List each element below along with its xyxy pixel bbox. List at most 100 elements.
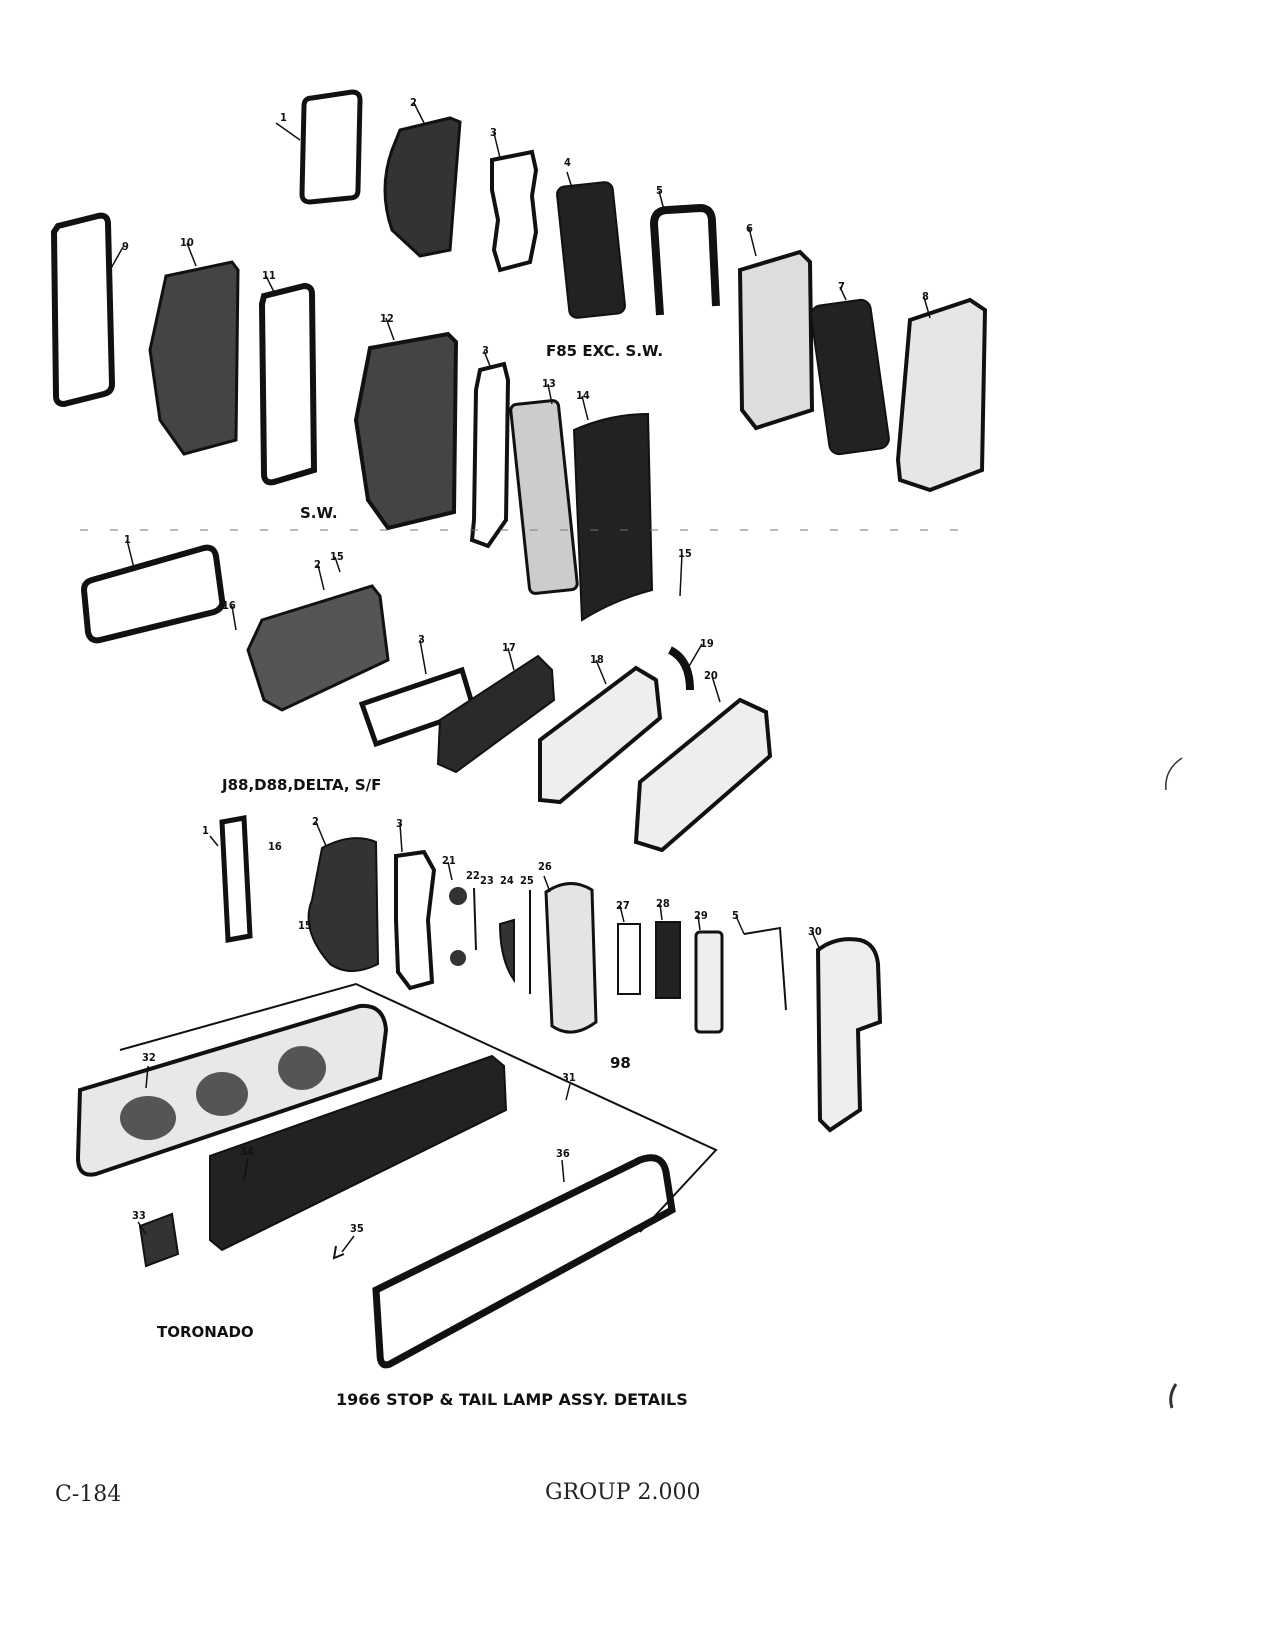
- callout-3-j88: 3: [418, 633, 425, 646]
- part-2-housing-f85: [383, 116, 462, 258]
- callout-2: 2: [410, 96, 417, 109]
- group-label: GROUP 2.000: [545, 1480, 701, 1505]
- callout-19: 19: [700, 637, 714, 650]
- diagram-caption: 1966 STOP & TAIL LAMP ASSY. DETAILS: [336, 1390, 688, 1409]
- part-22-screw-98: [473, 887, 477, 951]
- part-3-gasket-98: [394, 849, 437, 991]
- callout-21: 21: [442, 854, 456, 867]
- part-5-seal-98: [743, 926, 787, 1011]
- model-label-toronado: TORONADO: [157, 1323, 254, 1341]
- model-label-sw: S.W.: [300, 504, 338, 522]
- callout-17: 17: [502, 641, 516, 654]
- assembly-bracket-line: [119, 982, 718, 1233]
- part-27-lens-98: [617, 923, 641, 995]
- callout-15-98: 15: [298, 919, 312, 932]
- model-label-f85: F85 EXC. S.W.: [546, 342, 663, 360]
- callout-1-98: 1: [202, 824, 209, 837]
- part-3-gasket-f85: [490, 149, 539, 273]
- callout-7: 7: [838, 280, 845, 293]
- part-20-bezel-j88: [633, 697, 773, 853]
- callout-28: 28: [656, 897, 670, 910]
- callout-16-98: 16: [268, 840, 282, 853]
- callout-31: 31: [562, 1071, 576, 1084]
- model-label-98: 98: [610, 1054, 631, 1072]
- callout-23: 23: [480, 874, 494, 887]
- callout-8: 8: [922, 290, 929, 303]
- part-35-screw-toronado: [332, 1245, 345, 1260]
- part-14-lens-cover-sw: [572, 412, 654, 622]
- callout-3-98: 3: [396, 817, 403, 830]
- callout-5-98: 5: [732, 909, 739, 922]
- callout-15: 15: [678, 547, 692, 560]
- part-30-bezel-98: [815, 937, 883, 1133]
- callout-34: 34: [240, 1145, 254, 1158]
- callout-33: 33: [132, 1209, 146, 1222]
- part-36-gasket-toronado: [372, 1154, 676, 1369]
- part-6-frame-f85: [737, 249, 815, 431]
- callout-35: 35: [350, 1222, 364, 1235]
- part-34-lens-toronado: [209, 1054, 508, 1252]
- callout-11: 11: [262, 269, 276, 282]
- part-12-housing-sw: [353, 331, 459, 531]
- callout-5: 5: [656, 184, 663, 197]
- part-28-lens-98: [655, 921, 681, 999]
- callout-36: 36: [556, 1147, 570, 1160]
- callout-32: 32: [142, 1051, 156, 1064]
- f85-group: [275, 89, 988, 493]
- toronado-group: [75, 982, 718, 1369]
- part-17-lens-j88: [436, 654, 556, 774]
- part-9-gasket-sw: [50, 212, 116, 408]
- sw-group: [50, 212, 654, 622]
- callout-3-sw: 3: [482, 344, 489, 357]
- part-7-lens-f85: [810, 298, 890, 456]
- part-5-seal-f85: [649, 203, 720, 316]
- callout-24: 24: [500, 874, 514, 887]
- part-1-gasket-j88: [80, 544, 226, 644]
- margin-mark-lower: [1169, 1383, 1178, 1409]
- part-26-housing-98: [544, 882, 598, 1034]
- callout-4: 4: [564, 156, 571, 169]
- part-11-gasket-sw: [258, 282, 318, 486]
- model-label-j88: J88,D88,DELTA, S/F: [221, 776, 381, 794]
- callout-27: 27: [616, 899, 630, 912]
- j88-group: [80, 539, 773, 853]
- callout-2-98: 2: [312, 815, 319, 828]
- part-19-clip-j88: [667, 646, 694, 691]
- callout-1: 1: [280, 111, 287, 124]
- callout-29: 29: [694, 909, 708, 922]
- part-2-housing-98: [307, 837, 380, 972]
- callout-9: 9: [122, 240, 129, 253]
- part-4-lens-f85: [556, 181, 626, 319]
- callout-2-j88: 2: [314, 558, 321, 571]
- part-10-housing-sw: [148, 260, 240, 456]
- callout-16-j88: 16: [222, 599, 236, 612]
- callout-26: 26: [538, 860, 552, 873]
- callout-20: 20: [704, 669, 718, 682]
- callout-22: 22: [466, 869, 480, 882]
- page-number: C-184: [55, 1482, 122, 1507]
- part-29-bezel-98: [694, 930, 724, 1034]
- callout-25: 25: [520, 874, 534, 887]
- part-2-housing-j88: [246, 584, 390, 712]
- callout-12: 12: [380, 312, 394, 325]
- part-1-gasket-98: [219, 815, 253, 943]
- margin-mark-upper: [1165, 757, 1183, 791]
- callout-1-j88: 1: [124, 533, 131, 546]
- part-3-gasket-sw: [469, 361, 511, 549]
- callout-13: 13: [542, 377, 556, 390]
- callout-3: 3: [490, 126, 497, 139]
- part-24-reflector-98: [498, 918, 515, 984]
- part-33-socket-toronado: [138, 1212, 180, 1268]
- part-13-lens-sw: [509, 399, 579, 595]
- callout-6: 6: [746, 222, 753, 235]
- ninety-eight-group: [209, 815, 883, 1133]
- callout-10: 10: [180, 236, 194, 249]
- part-1-gasket-f85: [299, 89, 363, 205]
- part-8-bezel-f85: [895, 297, 988, 493]
- part-21-socket-98: [449, 887, 467, 905]
- callout-30: 30: [808, 925, 822, 938]
- part-18-bezel-j88: [538, 665, 663, 805]
- part-21-socket-lower-98: [450, 950, 466, 966]
